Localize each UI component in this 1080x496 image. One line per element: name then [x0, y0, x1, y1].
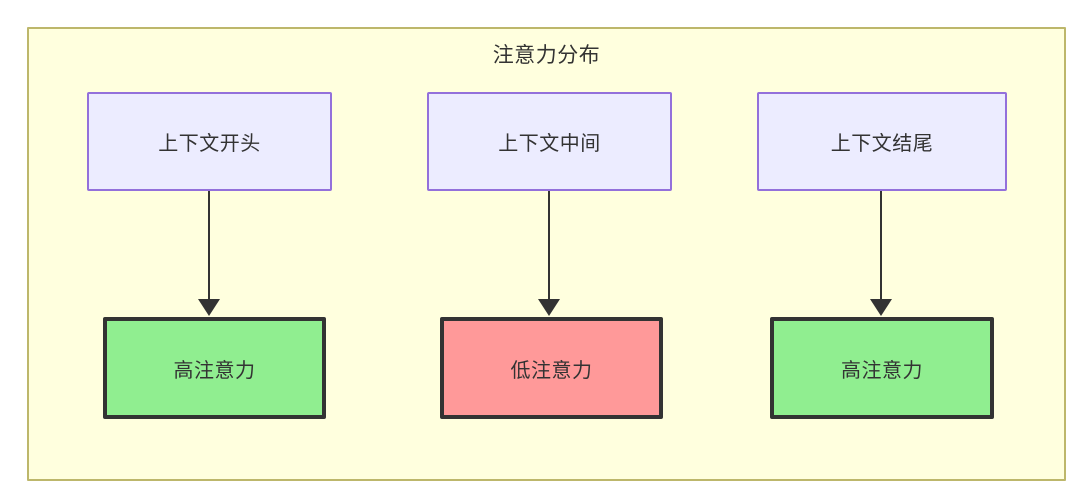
- node-label: 上下文开头: [158, 133, 261, 155]
- node-label: 上下文结尾: [830, 133, 934, 155]
- node-context-start[interactable]: 上下文开头: [87, 92, 332, 191]
- node-attention-low-middle[interactable]: 低注意力: [440, 317, 663, 419]
- node-attention-high-start[interactable]: 高注意力: [103, 317, 326, 419]
- node-context-middle[interactable]: 上下文中间: [427, 92, 672, 191]
- diagram-title: 注意力分布: [492, 44, 601, 67]
- node-label: 高注意力: [841, 359, 923, 382]
- node-label: 低注意力: [510, 359, 593, 382]
- node-attention-high-end[interactable]: 高注意力: [770, 317, 994, 419]
- node-label: 上下文中间: [498, 133, 601, 155]
- node-label: 高注意力: [173, 359, 256, 382]
- node-context-end[interactable]: 上下文结尾: [757, 92, 1007, 191]
